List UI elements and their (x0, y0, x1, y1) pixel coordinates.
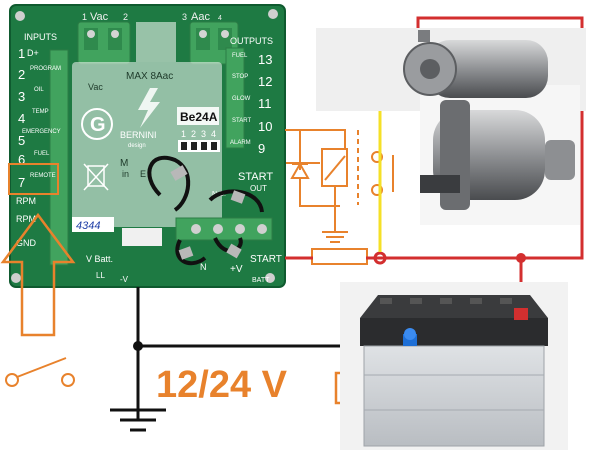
left-pin-name: TEMP (32, 109, 49, 115)
starter-motor (316, 28, 586, 225)
left-pin-num: 4 (18, 111, 25, 126)
rpm-label: RPM (16, 196, 36, 206)
start-bottom-label: START (250, 254, 282, 265)
right-terminal-strip (225, 47, 245, 149)
lightning-logo-icon (138, 88, 160, 128)
n-label: N (200, 262, 207, 272)
batt-small-label: V Batt. (86, 254, 113, 264)
top-pin-4: 4 (218, 15, 222, 22)
brand-sub: design (128, 143, 146, 149)
start-out-label: START (238, 171, 273, 183)
logo-letter: G (90, 114, 106, 136)
junction-node (516, 253, 526, 263)
minus-v-label: -V (120, 275, 129, 284)
transparent-cover (72, 62, 222, 227)
battery (340, 282, 568, 450)
left-pin-num: 5 (18, 133, 25, 148)
right-pin-num: 13 (258, 52, 272, 67)
internal-wire (175, 239, 207, 266)
screw-icon (268, 9, 278, 19)
top-pin-1: 1 (82, 12, 87, 22)
gnd-label: GND (16, 238, 37, 248)
left-pin-name: PROGRAM (30, 66, 61, 72)
model-label: Be24A (180, 110, 218, 124)
screw-icon (15, 11, 25, 21)
left-pin-name: OIL (34, 87, 44, 93)
svg-text:3: 3 (201, 129, 206, 139)
serial-sticker (72, 217, 114, 232)
svg-text:2: 2 (191, 129, 196, 139)
right-pin-name: STOP (232, 74, 248, 80)
pinion-icon (545, 140, 575, 180)
up-arrow-icon (0, 212, 76, 337)
junction-node (373, 251, 387, 265)
vac-small-label: Vac (88, 82, 103, 92)
fuse-holder (122, 228, 162, 246)
svg-text:1: 1 (181, 129, 186, 139)
right-pin-name: GLOW (232, 96, 251, 102)
rpm-label: RPM (16, 214, 36, 224)
right-pin-num: 12 (258, 74, 272, 89)
batt-bottom-label: BATT (252, 277, 270, 284)
right-pin-num: 10 (258, 119, 272, 134)
max-rating: MAX 8Aac (126, 71, 173, 82)
controller-board: 1 Vac 2 3 Aac 4 INPUTS 1 D+ 2 PROGRAM 3 … (9, 4, 286, 288)
crossed-bin-icon (83, 163, 109, 191)
screw-icon (265, 273, 275, 283)
left-pin-name: EMERGENCY (22, 129, 61, 135)
dip-switch: 1 2 3 4 (178, 129, 220, 152)
left-pin-num: 6 (18, 152, 25, 167)
model-box (177, 107, 219, 125)
internal-wire (208, 189, 264, 213)
junction-node (133, 341, 143, 351)
inputs-label: INPUTS (24, 32, 57, 42)
brand-name: BERNINI (120, 130, 157, 140)
top-terminal-block-left (77, 21, 131, 65)
logo-circle-icon (81, 108, 113, 140)
remote-highlight-box (8, 163, 59, 195)
left-pin-num: 2 (18, 67, 25, 82)
right-pin-num: 11 (258, 96, 272, 111)
outputs-label: OUTPUTS (230, 36, 273, 46)
top-pin-3: 3 (182, 12, 187, 22)
relay-window (136, 22, 176, 62)
right-pin-num: 9 (258, 141, 265, 156)
resistor-icon (311, 248, 368, 265)
right-pin-labels: FUEL 13 STOP 12 GLOW 11 START 10 ALARM 9 (230, 52, 272, 156)
top-pin-2: 2 (123, 12, 128, 22)
left-pin-num: 1 (18, 46, 25, 61)
plus-v-label: +V (230, 264, 243, 275)
bottom-terminal-strip (175, 217, 273, 241)
made-text: M (120, 158, 128, 169)
contact-icon (371, 184, 383, 196)
internal-wire (147, 155, 191, 212)
left-pin-num: 3 (18, 89, 25, 104)
left-pin-labels: 1 D+ 2 PROGRAM 3 OIL 4 TEMP 5 EMERGENCY … (18, 46, 61, 190)
left-pin-name: D+ (27, 48, 39, 58)
made-text-2: in (122, 169, 129, 179)
left-pin-name: REMOTE (30, 173, 56, 179)
right-pin-name: START (232, 118, 251, 124)
ll-label: LL (96, 271, 105, 280)
out-label: OUT (250, 184, 267, 193)
switch-symbol-icon (5, 357, 75, 387)
positive-wire (366, 16, 584, 260)
solenoid-icon (428, 40, 548, 98)
right-pin-name: ALARM (230, 140, 251, 146)
contact-icon (371, 151, 383, 163)
svg-text:4: 4 (211, 129, 216, 139)
right-pin-name: FUEL (232, 53, 248, 59)
aac-label: Aac (191, 11, 210, 23)
screw-icon (11, 273, 21, 283)
voltage-label: 12/24 V (156, 364, 288, 406)
vac-label: Vac (90, 11, 109, 23)
positive-terminal-icon (514, 308, 528, 320)
left-pin-num: 7 (18, 175, 25, 190)
made-text-3: E (140, 169, 146, 179)
sticker-number: 4344 (76, 220, 100, 232)
left-pin-name: FUEL (34, 151, 50, 157)
left-terminal-strip (49, 49, 69, 266)
